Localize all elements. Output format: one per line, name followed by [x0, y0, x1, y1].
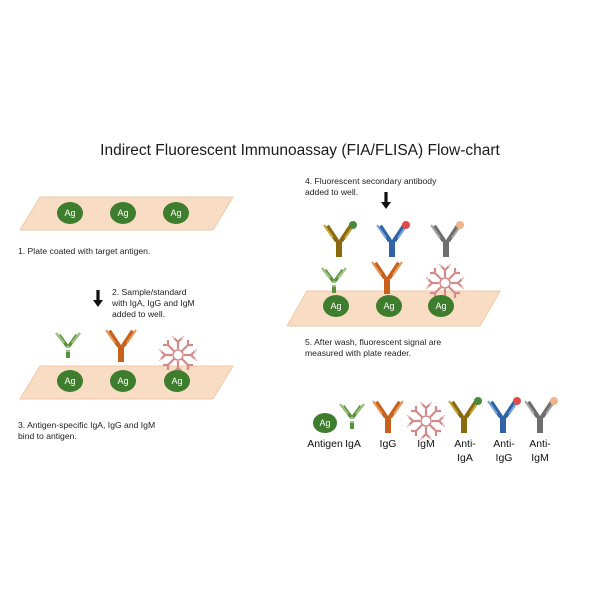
antigen-label: Ag [64, 376, 75, 386]
antigen-label: Ag [383, 301, 394, 311]
page-title: Indirect Fluorescent Immunoassay (FIA/FL… [100, 142, 500, 159]
legend-igm-icon [405, 400, 447, 442]
legend-igm-label: IgM [417, 438, 435, 450]
antigen: Ag [428, 295, 454, 317]
step-2-text: 2. Sample/standard with IgA, IgG and IgM… [112, 287, 195, 319]
antigen-label: Ag [117, 208, 128, 218]
antigen: Ag [110, 370, 136, 392]
antigen-label: Ag [117, 376, 128, 386]
anti-iga-antibody [324, 221, 357, 257]
antigen: Ag [110, 202, 136, 224]
igg-antibody [106, 330, 136, 362]
legend-igg-label: IgG [379, 438, 397, 450]
antigen: Ag [163, 202, 189, 224]
panel-1-plate-coated: Ag Ag Ag [19, 196, 234, 231]
arrow-down-icon [93, 290, 103, 307]
antigen: Ag [376, 295, 402, 317]
antigen-label: Ag [170, 208, 181, 218]
panel-4-secondary-bound: Ag Ag Ag [286, 221, 501, 327]
legend-anti-igg-label: Anti- IgG [493, 438, 515, 464]
antigen-label: Ag [330, 301, 341, 311]
step-4-text: 4. Fluorescent secondary antibody added … [305, 176, 437, 197]
legend-anti-igg-icon [488, 397, 521, 433]
legend-anti-iga-label: Anti- IgA [454, 438, 476, 464]
legend-antigen-icon: Ag [313, 413, 337, 433]
legend-iga-label: IgA [345, 438, 361, 450]
step-5-text: 5. After wash, fluorescent signal are me… [305, 337, 442, 358]
legend-icons: Ag [313, 397, 558, 442]
anti-igg-antibody [377, 221, 410, 257]
legend-anti-igm-label: Anti- IgM [529, 438, 551, 464]
iga-antibody [320, 266, 348, 295]
legend-igg-icon [373, 401, 403, 433]
antigen-label: Ag [64, 208, 75, 218]
iga-antibody [54, 331, 82, 360]
antigen: Ag [57, 202, 83, 224]
igg-antibody [372, 262, 402, 294]
step-3-text: 3. Antigen-specific IgA, IgG and IgM bin… [18, 420, 156, 441]
antigen: Ag [164, 370, 190, 392]
antigen-label: Ag [319, 418, 330, 428]
antigen: Ag [57, 370, 83, 392]
legend-antigen-label: Antigen [307, 438, 343, 450]
legend-anti-iga-icon [449, 397, 482, 433]
step-1-text: 1. Plate coated with target antigen. [18, 246, 151, 256]
legend-anti-igm-icon [525, 397, 558, 433]
anti-igm-antibody [431, 221, 464, 257]
antigen: Ag [323, 295, 349, 317]
antigen-label: Ag [171, 376, 182, 386]
antigen-label: Ag [435, 301, 446, 311]
legend-iga-icon [338, 402, 366, 431]
panel-3-antibodies-bound: Ag Ag Ag [19, 330, 234, 400]
